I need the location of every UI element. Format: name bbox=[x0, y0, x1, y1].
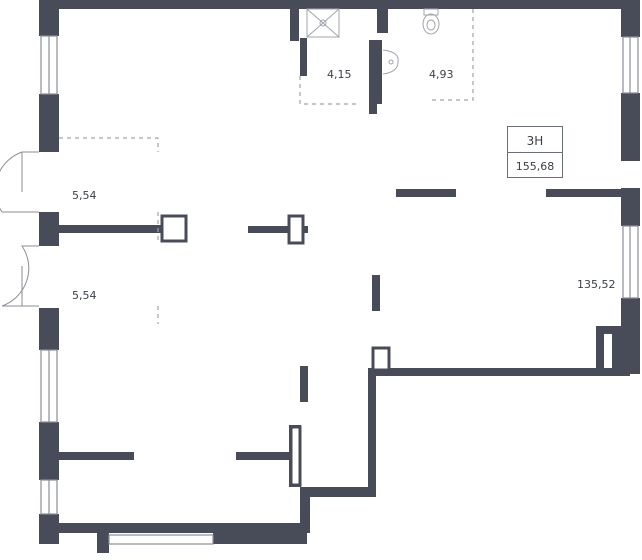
toilet-icon bbox=[422, 8, 440, 35]
dashed-boundaries bbox=[59, 9, 474, 324]
room-area-main-hall: 135,52 bbox=[577, 278, 616, 291]
room-area-bathroom-right: 4,93 bbox=[429, 68, 454, 81]
unit-badge-divider bbox=[508, 152, 562, 153]
interior-walls bbox=[59, 9, 622, 487]
room-area-vestibule-upper: 5,54 bbox=[72, 189, 97, 202]
unit-total-area: 155,68 bbox=[515, 160, 555, 173]
outer-walls bbox=[39, 0, 640, 553]
wall-outlines bbox=[160, 214, 391, 487]
unit-badge: 3Н 155,68 bbox=[507, 126, 563, 178]
sink-icon bbox=[382, 49, 399, 75]
entrance-doors bbox=[0, 151, 39, 307]
unit-code: 3Н bbox=[526, 134, 544, 148]
room-area-bathroom-left: 4,15 bbox=[327, 68, 352, 81]
windows bbox=[40, 35, 639, 545]
room-area-vestibule-lower: 5,54 bbox=[72, 289, 97, 302]
shower-tray-icon bbox=[306, 8, 340, 38]
